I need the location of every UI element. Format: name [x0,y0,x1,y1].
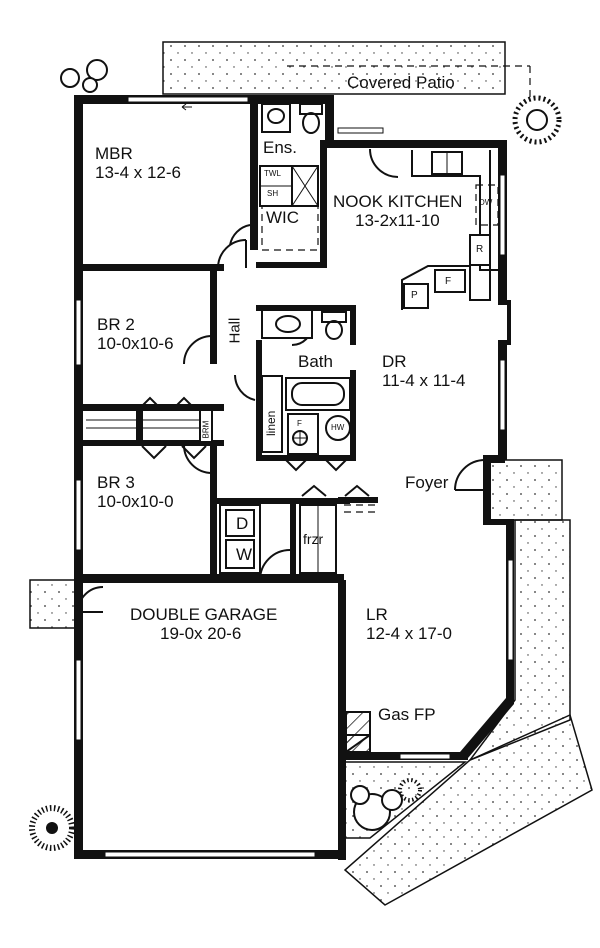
hot-water-label: HW [331,423,345,432]
shower-label: SH [267,189,279,198]
br3-label: BR 3 [97,473,135,492]
kitchen-size: 13-2x11-10 [355,211,440,230]
kitchen-label: NOOK KITCHEN [333,192,463,211]
br2-size: 10-0x10-6 [97,334,174,353]
freezer-label: frzr [303,531,324,547]
fridge-label: R [476,244,484,255]
landscape-trees [29,59,562,851]
garage-size: 19-0x 20-6 [160,624,242,643]
wic-label: WIC [266,208,300,227]
covered-patio [162,41,531,100]
dishwasher-label: DW [479,198,493,207]
interior-walls [74,100,378,580]
windows [75,96,514,858]
lr-label: LR [366,605,388,624]
dr-label: DR [382,352,407,371]
fireplace [345,711,371,754]
ensuite-fixtures [259,103,323,207]
bath-label: Bath [298,352,333,371]
br2-label: BR 2 [97,315,135,334]
laundry-fixtures [219,504,337,574]
lr-size: 12-4 x 17-0 [366,624,452,643]
kitchen-fixtures [401,150,499,310]
brm-label: BRM [201,420,211,439]
fireplace-label: Gas FP [378,705,436,724]
mbr-label: MBR [95,144,133,163]
furnace-label: F [297,419,302,428]
pantry-label: P [411,290,418,301]
garage-label: DOUBLE GARAGE [130,605,278,624]
dr-size: 11-4 x 11-4 [382,371,466,390]
dryer-label: D [236,514,249,533]
arrow-marker [181,103,192,111]
patio-label: Covered Patio [347,73,455,92]
br3-size: 10-0x10-0 [97,492,174,511]
ensuite-label: Ens. [263,138,298,157]
linen-label: linen [264,410,278,436]
utility-fixtures [199,375,351,455]
hall-label: Hall [226,317,244,344]
towel-label: TWL [264,169,281,178]
bath-fixtures [261,309,351,411]
washer-label: W [236,545,253,564]
foyer-label: Foyer [405,473,449,492]
kitchen-f-label: F [445,276,452,287]
mbr-size: 13-4 x 12-6 [95,163,181,182]
